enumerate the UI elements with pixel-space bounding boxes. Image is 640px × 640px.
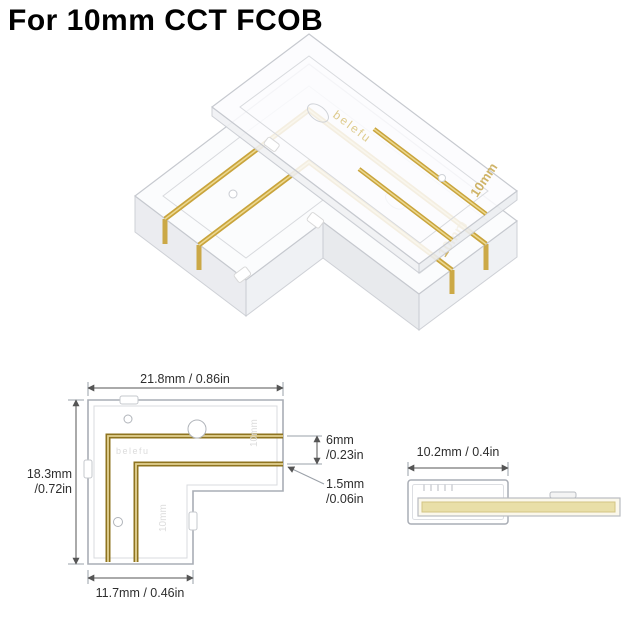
top-view-clip-3 [83, 459, 93, 479]
lid-clip-tab [263, 136, 280, 152]
dim-bottom-extension-lines [87, 570, 194, 584]
dim-label-trace-in: /0.06in [326, 492, 364, 506]
dim-label-bottom-width: 11.7mm / 0.46in [96, 586, 185, 600]
top-view-inner-outline [93, 405, 278, 559]
top-view-diagram: belefu 10mm 10mm 21.8mm / 0.86in 18.3mm … [27, 372, 364, 600]
connector-lid: belefu 10mm [211, 33, 519, 275]
dim-label-side-width: 10.2mm / 0.4in [417, 445, 500, 459]
dim-side-extension-lines [407, 462, 509, 476]
top-view-hole-small-1 [123, 414, 133, 424]
base-clip-tab-2 [233, 266, 252, 283]
base-screw-hole [228, 189, 238, 199]
side-view-clip-teeth [423, 484, 453, 491]
lid-channel [239, 55, 489, 244]
lid-gold-trace-1-highlight [373, 128, 487, 215]
top-view-clip-2 [188, 511, 198, 531]
top-view-trace-2-highlight [135, 463, 283, 562]
product-render: 10mm belefu 10mm [134, 33, 519, 331]
lid-slot-hole [307, 103, 329, 123]
led-strip-component-bump [549, 491, 577, 499]
top-view-size-marking-arm: 10mm [158, 504, 169, 532]
lid-gold-trace-2-highlight [358, 168, 453, 241]
dim-label-trace-mm: 1.5mm [326, 477, 364, 491]
dim-label-pitch-mm: 6mm [326, 433, 354, 447]
page-title: For 10mm CCT FCOB [8, 4, 324, 37]
dim-label-height-mm: 18.3mm [27, 467, 72, 481]
top-view-size-marking-top: 10mm [249, 419, 260, 447]
lid-top-face [211, 33, 519, 265]
dim-trace-leader-line [287, 466, 325, 485]
top-view-hole-large [187, 419, 207, 439]
top-view-brand-marking: belefu [116, 446, 150, 456]
top-view-clip-1 [119, 395, 139, 405]
base-clip-tab-1 [306, 212, 325, 229]
gold-contact-stubs [162, 219, 489, 294]
dim-label-top-width: 21.8mm / 0.86in [140, 372, 230, 386]
side-view-diagram: 10.2mm / 0.4in [407, 445, 621, 525]
dim-label-pitch-in: /0.23in [326, 448, 364, 462]
top-view-trace-1-highlight [107, 435, 283, 562]
top-view-hole-small-2 [113, 517, 123, 527]
led-strip-fcob [421, 501, 616, 513]
lid-screw-hole [438, 174, 446, 182]
dim-label-height-in: /0.72in [34, 482, 72, 496]
